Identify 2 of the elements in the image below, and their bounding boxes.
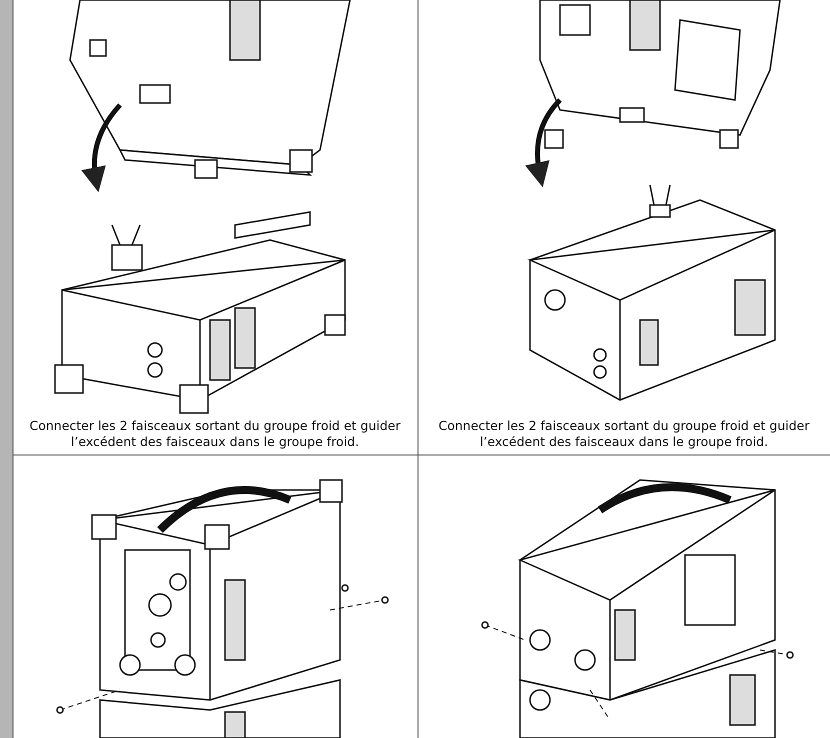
instruction-caption: Connecter les 2 faisceaux sortant du groupe froid et guider l’excédent des faisceaux dans le groupe froid. [28,418,402,450]
instruction-caption: Connecter les 2 faisceaux sortant du groupe froid et guider l’excédent des faisceaux dans le groupe froid. [437,418,811,450]
